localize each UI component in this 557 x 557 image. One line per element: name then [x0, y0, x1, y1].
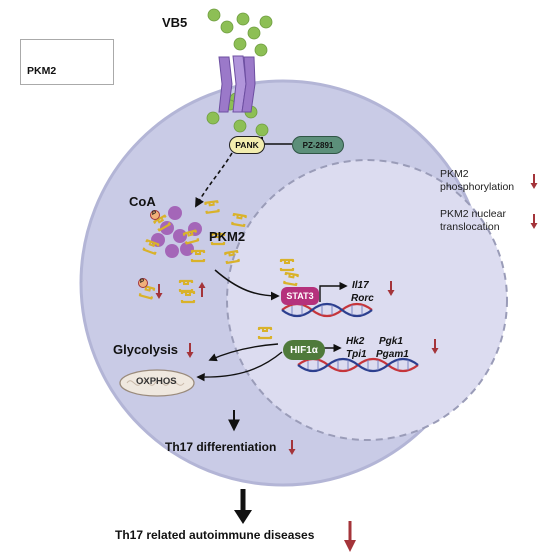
pgk1-label: Pgk1 — [379, 336, 403, 347]
pz-label: PZ-2891 — [302, 140, 334, 150]
side-phosphorylation-line1: PKM2 — [440, 168, 469, 180]
side-phos-down-icon — [529, 173, 539, 190]
stat3-transcription-arrow — [319, 281, 348, 302]
pank-badge: PANK — [229, 136, 265, 154]
legend-label: PKM2 — [27, 65, 57, 77]
hif-dna — [297, 357, 419, 373]
side-phosphorylation-line2: phosphorylation — [440, 181, 515, 193]
rorc-label: Rorc — [351, 293, 374, 304]
hif-to-oxphos-curve — [196, 351, 283, 382]
phospho-p-label-2: P — [140, 279, 145, 285]
th17-differentiation-label: Th17 differentiation — [165, 440, 277, 454]
pkm2-to-stat3-arrow — [214, 269, 280, 301]
coa-pkm2-complex — [142, 200, 247, 265]
il17-label: Il17 — [352, 280, 369, 291]
vb5-molecules — [206, 8, 273, 137]
side-nuclear-line1: PKM2 nuclear — [440, 208, 506, 220]
stat3-dna-rungs — [291, 305, 363, 315]
oxphos-label: OXPHOS — [136, 376, 177, 387]
pkm2-label: PKM2 — [209, 229, 246, 244]
disease-label: Th17 related autoimmune diseases — [115, 528, 315, 542]
legend-box — [20, 39, 114, 85]
glycolysis-label: Glycolysis — [113, 342, 179, 357]
disease-down-icon — [344, 521, 356, 552]
vb5-transporter — [218, 55, 256, 113]
side-nuclear-down-icon — [529, 213, 539, 230]
hk2-label: Hk2 — [346, 336, 365, 347]
stat3-label: STAT3 — [286, 291, 314, 301]
side-nuclear-line2: translocation — [440, 221, 500, 233]
pkm2-phospho-marker — [138, 278, 207, 304]
tpi1-label: Tpi1 — [346, 349, 367, 360]
pz-badge: PZ-2891 — [292, 136, 344, 154]
hif-dna-rungs — [307, 360, 409, 370]
phospho-p-label: P — [152, 211, 157, 217]
coa-label: CoA — [129, 194, 156, 209]
hif1a-label: HIF1α — [290, 344, 318, 356]
hif-to-glycolysis-arrow — [208, 343, 279, 362]
pgam1-label: Pgam1 — [376, 349, 409, 360]
vb5-to-coa-arrow — [195, 152, 233, 208]
vb5-label: VB5 — [162, 15, 188, 30]
nucleus — [226, 159, 508, 441]
mitochondrion-icon — [119, 369, 195, 397]
hif1a-badge: HIF1α — [283, 340, 325, 360]
stat3-badge: STAT3 — [281, 287, 319, 305]
pank-label: PANK — [235, 140, 259, 150]
